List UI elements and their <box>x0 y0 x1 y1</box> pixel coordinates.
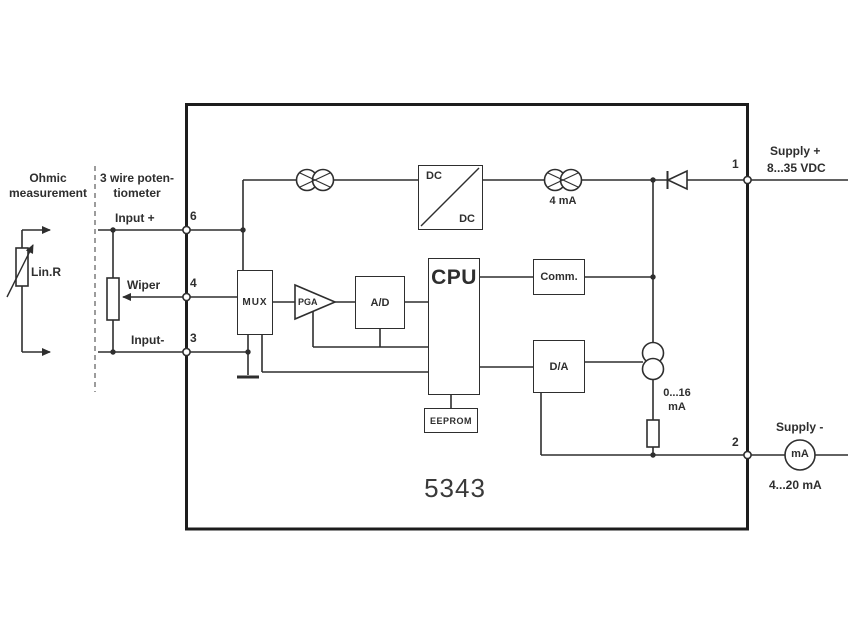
isolation-transformer-4ma-icon <box>543 168 583 192</box>
terminal-3-label: Input- <box>131 333 165 347</box>
supply-plus-label: Supply + <box>770 144 821 158</box>
terminal-4-dot <box>182 292 191 302</box>
dac-current-range-line1: 0...16 <box>663 387 691 399</box>
device-frame <box>185 103 749 531</box>
pot-title-line2: tiometer <box>113 186 161 200</box>
pga-label: PGA <box>298 297 318 307</box>
input-wires <box>98 229 248 353</box>
dcdc-out-label: DC <box>459 213 475 225</box>
ma-meter-label: mA <box>791 448 809 460</box>
dcdc-in-label: DC <box>426 170 442 182</box>
adc-block: A/D <box>355 276 405 329</box>
terminal-4-number: 4 <box>190 276 197 290</box>
terminal-3-dot <box>182 347 191 357</box>
ohmic-title-line2: measurement <box>8 186 88 200</box>
diode-icon <box>666 169 688 191</box>
terminal-6-dot <box>182 225 191 235</box>
supply-minus-label: Supply - <box>776 420 824 434</box>
pot-title-line1: 3 wire poten- <box>99 171 175 185</box>
load-resistor-icon <box>646 419 660 448</box>
comm-block: Comm. <box>533 259 585 295</box>
device-model-label: 5343 <box>424 473 486 503</box>
pga-amplifier-icon <box>294 283 338 321</box>
terminal-dots <box>182 175 752 460</box>
output-current-range: 4...20 mA <box>769 478 822 492</box>
terminal-6-label: Input + <box>115 211 155 225</box>
terminal-4-label: Wiper <box>127 278 161 292</box>
eeprom-block: EEPROM <box>424 408 478 433</box>
junction-dots <box>110 177 656 458</box>
ma-meter-icon <box>784 439 816 471</box>
terminal-2-dot <box>743 450 752 460</box>
terminal-6-number: 6 <box>190 209 197 223</box>
current-source-icon <box>641 341 665 381</box>
cpu-block: CPU <box>428 258 480 395</box>
dac-current-range-line2: mA <box>668 401 686 413</box>
dac-block: D/A <box>533 340 585 393</box>
sensor-resistor-icon <box>6 244 34 298</box>
isolation-transformer-icon <box>295 168 335 192</box>
iso-supply-current-label: 4 mA <box>549 195 577 207</box>
terminal-1-dot <box>743 175 752 185</box>
terminal-2-number: 2 <box>732 435 739 449</box>
mux-block: MUX <box>237 270 273 335</box>
dcdc-diagonal <box>420 167 480 227</box>
ohmic-title-line1: Ohmic <box>29 171 67 185</box>
lin-r-label: Lin.R <box>31 265 61 279</box>
supply-voltage-range: 8...35 VDC <box>767 161 826 175</box>
potentiometer-icon <box>106 277 120 321</box>
internal-wires <box>242 179 848 456</box>
terminal-3-number: 3 <box>190 331 197 345</box>
dcdc-converter-block: DC DC <box>418 165 483 230</box>
terminal-1-number: 1 <box>732 157 739 171</box>
